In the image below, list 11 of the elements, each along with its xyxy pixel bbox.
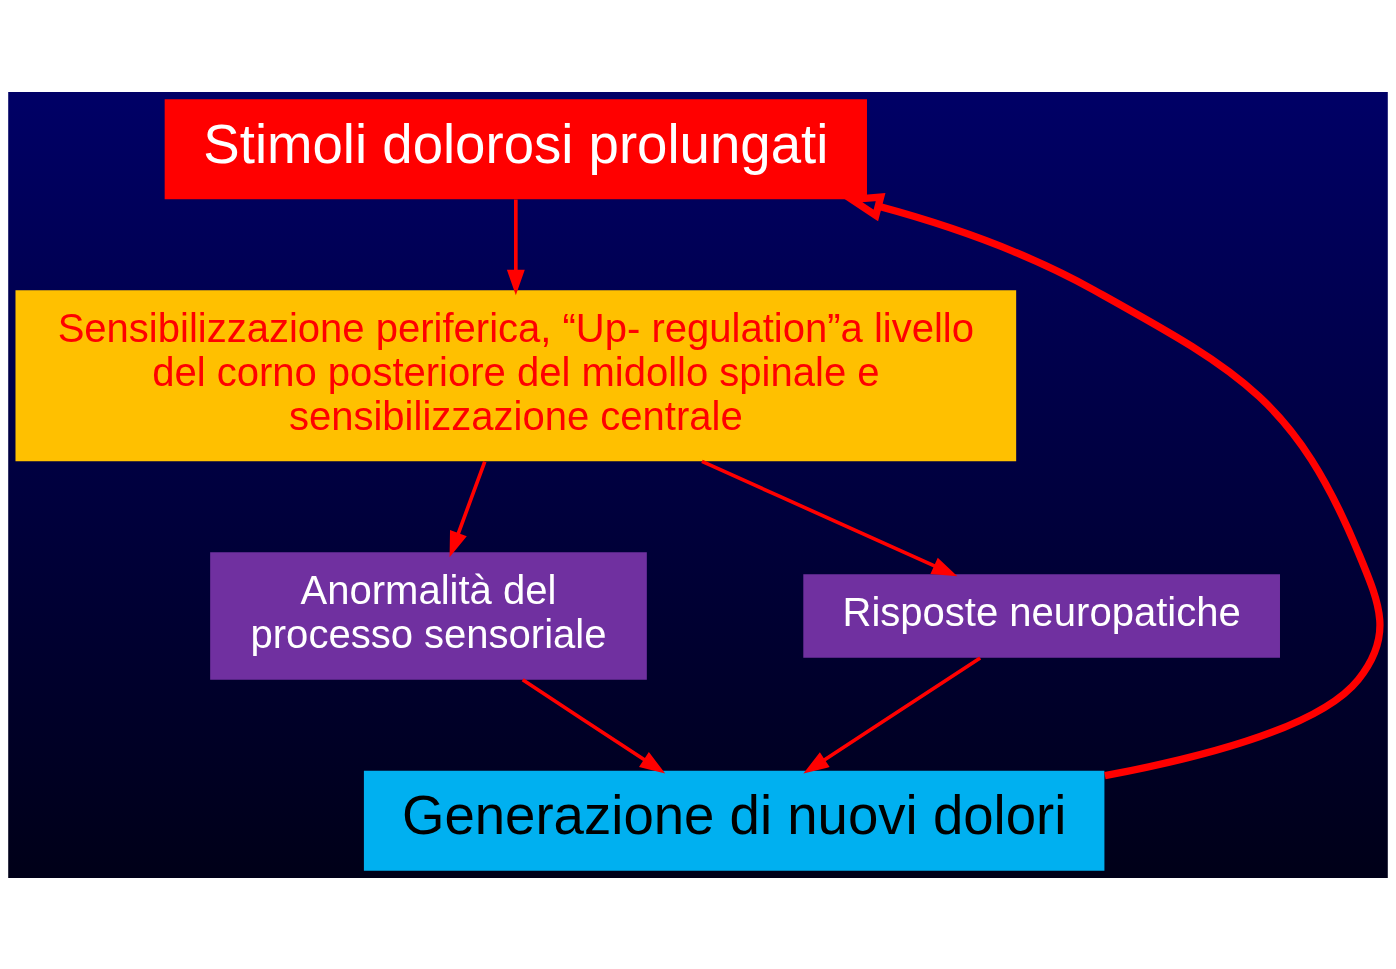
arrow xyxy=(521,677,666,774)
node-box: Stimoli dolorosi prolungati xyxy=(164,98,867,199)
arrow xyxy=(506,199,525,295)
node-box: Anormalità del processo sensoriale xyxy=(210,551,647,680)
node-box: Risposte neuropatiche xyxy=(803,573,1280,658)
arrow xyxy=(701,459,958,576)
node-box: Generazione di nuovi dolori xyxy=(363,770,1105,871)
node-box: Sensibilizzazione periferica, “Up- regulation”a livello del corno posteriore del midollo spinale e sensibilizzazione centrale xyxy=(15,289,1017,461)
arrow xyxy=(449,460,487,557)
arrow xyxy=(803,656,982,774)
arrow xyxy=(841,192,1384,779)
